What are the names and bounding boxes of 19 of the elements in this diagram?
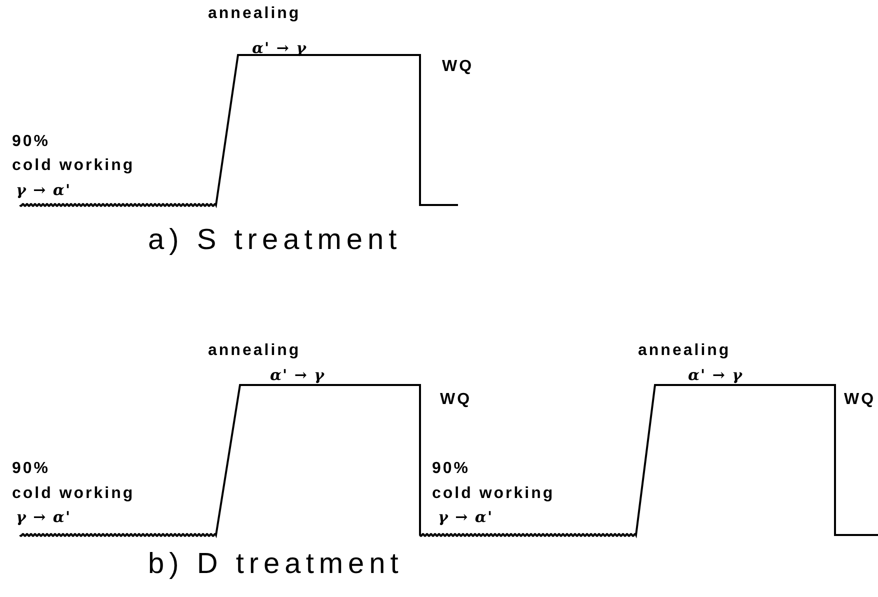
phase-change-text: α' → γ: [270, 368, 326, 383]
annotation-text: WQ: [844, 392, 876, 408]
annotation-text: 90%: [432, 461, 470, 477]
annotation-text: cold working: [432, 486, 555, 502]
phase-change-text: γ → α': [16, 183, 72, 198]
annotation-text: 90%: [12, 134, 50, 150]
annotation-text: 90%: [12, 461, 50, 477]
annotation-text: annealing: [638, 343, 731, 359]
annotation-text: cold working: [12, 158, 135, 174]
annotation-text: annealing: [208, 6, 301, 22]
panel-caption: a) S treatment: [148, 226, 402, 255]
annotation-text: cold working: [12, 486, 135, 502]
annotation-text: annealing: [208, 343, 301, 359]
annotation-text: WQ: [440, 392, 472, 408]
phase-change-text: α' → γ: [688, 368, 744, 383]
panel-caption: b) D treatment: [148, 550, 404, 579]
phase-change-text: γ → α': [16, 510, 72, 525]
annotation-text: WQ: [442, 59, 474, 75]
phase-change-text: γ → α': [438, 510, 494, 525]
